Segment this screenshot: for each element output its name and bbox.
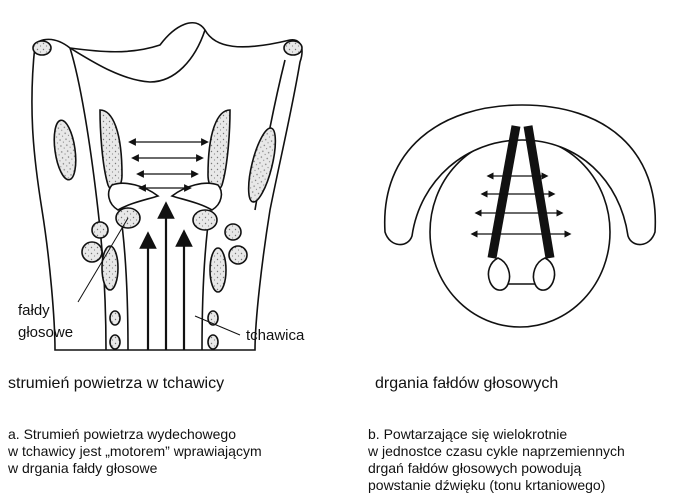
right-description-line: b. Powtarzające się wielokrotnie [368, 426, 668, 443]
vocal-folds-label-line2: głosowe [18, 324, 73, 342]
right-vocal-fold [172, 183, 221, 210]
inner-tube-left [70, 48, 106, 350]
left-vocal-fold [109, 183, 158, 210]
left-ring-2 [110, 335, 120, 349]
left-description-line: w tchawicy jest „motorem” wprawiającym [8, 443, 334, 460]
right-cap [284, 41, 302, 55]
right-cartilage-1 [243, 126, 281, 205]
airflow-arrows [148, 210, 184, 350]
left-cartilage-2 [116, 208, 140, 228]
right-ring-2 [208, 335, 218, 349]
glottis-top-view [385, 105, 656, 327]
vocal-folds-label-line1: fałdy [18, 302, 50, 320]
left-cartilage-4 [82, 242, 102, 262]
right-description-line: drgań fałdów głosowych powodują [368, 460, 668, 477]
larynx-diagram [0, 0, 676, 360]
left-vestibular-fold [100, 110, 122, 190]
left-description-line: a. Strumień powietrza wydechowego [8, 426, 334, 443]
trachea-wall-right [202, 210, 210, 350]
right-cartilage-3 [225, 224, 241, 240]
trachea-wall-left [120, 210, 128, 350]
left-cap [33, 41, 51, 55]
right-description-line: w jednostce czasu cykle naprzemiennych [368, 443, 668, 460]
right-vestibular-fold [208, 110, 230, 190]
glottis-outline [430, 137, 610, 327]
right-caption: drgania fałdów głosowych [375, 374, 558, 394]
left-cartilage-5 [102, 246, 118, 290]
right-cartilage-2 [193, 210, 217, 230]
epiglottis [70, 30, 205, 82]
vibration-arrows-left [132, 142, 205, 188]
left-cartilage-3 [92, 222, 108, 238]
left-ring-1 [110, 311, 120, 325]
left-caption: strumień powietrza w tchawicy [8, 374, 224, 394]
right-description-line: powstanie dźwięku (tonu krtaniowego) [368, 477, 668, 494]
left-cartilage-1 [51, 119, 79, 181]
right-cartilage-5 [210, 248, 226, 292]
right-description: b. Powtarzające się wielokrotnie w jedno… [368, 426, 668, 494]
right-cartilage-4 [229, 246, 247, 264]
left-description-line: w drgania fałdy głosowe [8, 460, 334, 477]
right-ring-1 [208, 311, 218, 325]
trachea-label: tchawica [246, 327, 304, 345]
larynx-cross-section [32, 23, 302, 350]
left-description: a. Strumień powietrza wydechowego w tcha… [8, 426, 334, 477]
